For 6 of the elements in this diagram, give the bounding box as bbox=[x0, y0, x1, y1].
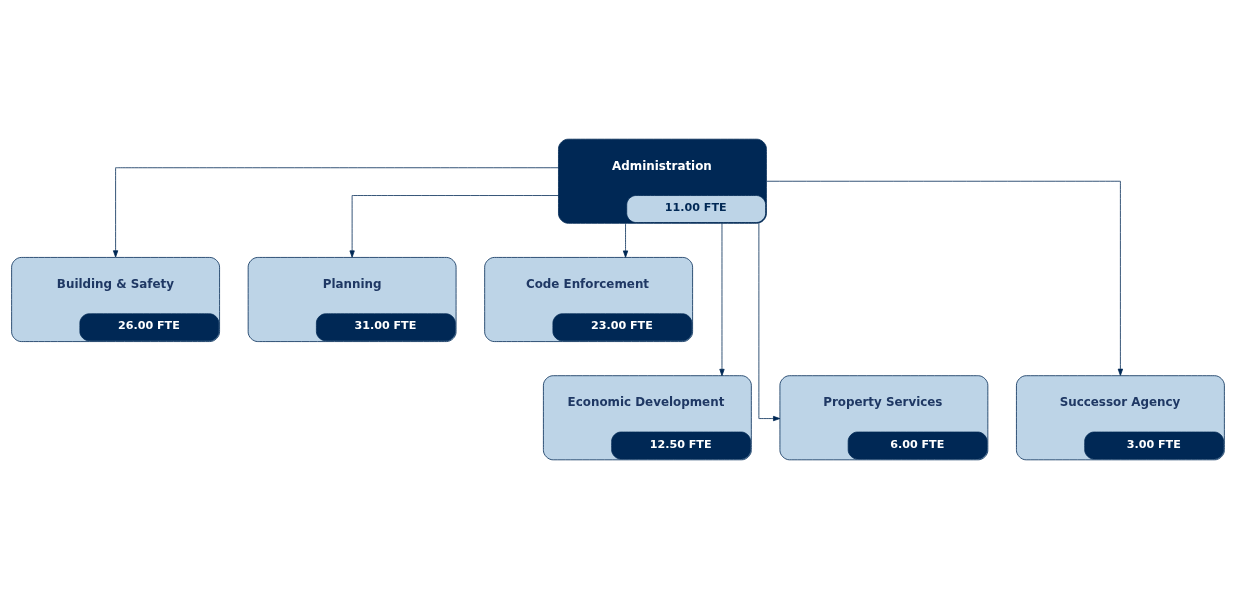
arrow bbox=[349, 195, 559, 258]
arrow bbox=[758, 223, 781, 422]
arrow bbox=[622, 223, 629, 258]
arrow bbox=[112, 167, 559, 258]
arrow bbox=[719, 223, 725, 377]
arrow bbox=[766, 180, 1124, 376]
